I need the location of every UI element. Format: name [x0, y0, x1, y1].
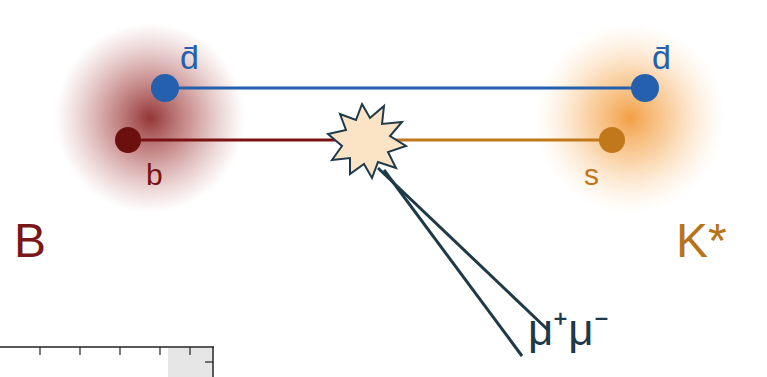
b-quark-line [128, 139, 335, 142]
s-quark-line [390, 139, 612, 142]
meson-label: B [14, 215, 46, 268]
chart-fragment [0, 347, 214, 377]
b-meson-glow [55, 23, 245, 213]
muon-track [384, 170, 522, 356]
meson-node: B [14, 215, 46, 268]
particle-label: μ⁺μ⁻ [528, 308, 609, 352]
quark-label: s [584, 160, 599, 190]
antiquark-line [165, 87, 645, 90]
quark-label: d̄ [180, 40, 199, 74]
quark-dot [115, 127, 141, 153]
kstar-meson-glow [535, 23, 725, 213]
interaction-vertex [328, 104, 406, 178]
meson-label: K* [676, 215, 727, 268]
quark-label: b [146, 160, 163, 190]
quark-dot [631, 74, 659, 102]
quark-dot [599, 127, 625, 153]
meson-node: K* [676, 215, 727, 268]
muon-track [378, 168, 548, 330]
quark-dot [151, 74, 179, 102]
quark-label: d̄ [652, 40, 671, 74]
